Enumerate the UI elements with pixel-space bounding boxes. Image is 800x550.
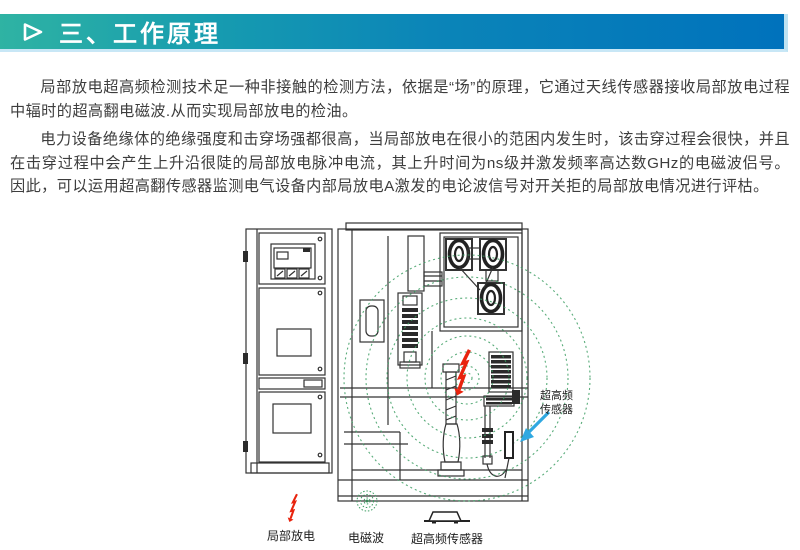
uhf-sensor	[504, 431, 514, 479]
body-text: 局部放电超高频检测技术足一种非接触的检测方法，依据是“场”的原理，它通过天线传感…	[10, 76, 790, 199]
control-cabinet	[243, 228, 333, 474]
svg-text:超高频: 超高频	[540, 388, 573, 402]
paragraph-2: 电力设备绝缘体的绝缘强度和击穿场强都很高，当局部放电在很小的范困内发生时，该击穿…	[10, 131, 790, 195]
section-title: 三、工作原理	[59, 21, 221, 48]
partial-discharge-icon	[286, 493, 299, 524]
sensor-label: 超高频 传感器	[540, 388, 573, 416]
chevron-arrow-icon	[22, 21, 44, 43]
legend-label-sensor: 超高频传感器	[411, 531, 483, 546]
legend-label-emwave: 电磁波	[348, 530, 384, 545]
uhf-sensor-icon	[424, 511, 470, 524]
legend-label-discharge: 局部放电	[267, 528, 315, 543]
paragraph-1: 局部放电超高频检测技术足一种非接触的检测方法，依据是“场”的原理，它通过天线传感…	[10, 79, 790, 120]
switchgear-cabinet	[337, 222, 529, 502]
em-wave-icon	[356, 490, 378, 512]
svg-text:传感器: 传感器	[540, 403, 573, 416]
sensor-pointer-arrow	[520, 410, 551, 442]
partial-discharge-bolt-icon	[452, 348, 472, 398]
em-wave-circles	[343, 254, 591, 502]
section-banner: 三、工作原理	[0, 14, 788, 52]
legend: 局部放电 电磁波 超高频传感器	[267, 490, 483, 546]
